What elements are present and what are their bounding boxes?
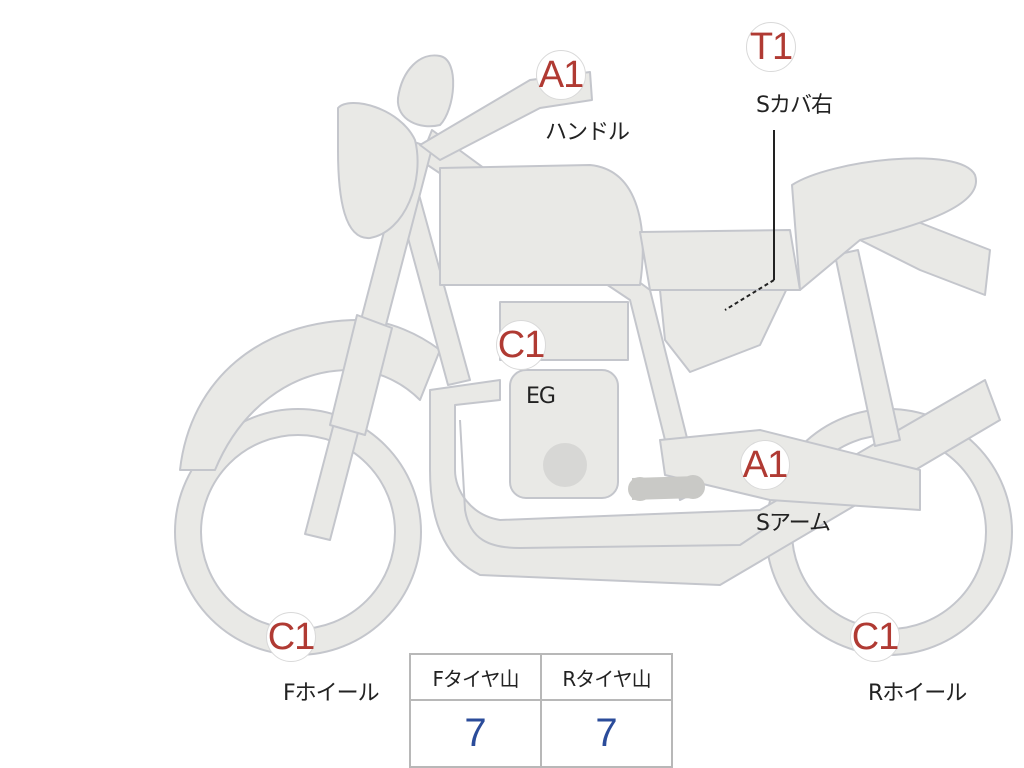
label-fwheel: Fホイール xyxy=(283,681,380,706)
rear-shock xyxy=(834,249,901,447)
code-text: C1 xyxy=(267,616,316,658)
label-rwheel: Rホイール xyxy=(868,681,967,706)
mirror xyxy=(396,54,455,128)
seat-rear xyxy=(791,157,978,291)
code-badge-engine: C1 xyxy=(496,320,546,370)
code-text: C1 xyxy=(851,616,900,658)
code-badge-rwheel: C1 xyxy=(850,612,900,662)
footpeg-end-left xyxy=(628,477,652,501)
label-scover: Sカバ右 xyxy=(756,93,833,118)
engine-block xyxy=(509,369,619,499)
code-text: A1 xyxy=(742,444,788,486)
fork-boot xyxy=(329,314,393,436)
code-text: A1 xyxy=(538,54,584,96)
leader-line-dashed xyxy=(724,279,775,311)
table-header-row: Fタイヤ山 Rタイヤ山 xyxy=(409,653,673,701)
label-swingarm: Sアーム xyxy=(756,511,831,536)
code-badge-swingarm: A1 xyxy=(740,440,790,490)
side-cover xyxy=(659,281,791,373)
code-text: T1 xyxy=(749,26,793,68)
swing-arm xyxy=(659,429,921,511)
code-badge-scover: T1 xyxy=(746,22,796,72)
footpeg-end-right xyxy=(681,475,705,499)
label-engine: EG xyxy=(526,384,556,409)
front-wheel-inner-edge xyxy=(200,434,396,630)
exhaust-pipe xyxy=(429,379,1001,586)
table-value-row: 7 7 xyxy=(409,699,673,768)
headlight xyxy=(337,102,419,240)
engine-cover xyxy=(543,443,587,487)
code-badge-handle: A1 xyxy=(536,50,586,100)
seat-front xyxy=(639,229,801,291)
label-handle: ハンドル xyxy=(545,120,630,145)
tire-tread-table: Fタイヤ山 Rタイヤ山 7 7 xyxy=(409,653,673,768)
exhaust-pipe-inner xyxy=(459,419,771,549)
header-rear-tire: Rタイヤ山 xyxy=(540,653,673,701)
fuel-tank xyxy=(439,164,644,286)
code-text: C1 xyxy=(497,324,546,366)
value-rear-tire: 7 xyxy=(540,699,673,768)
value-front-tire: 7 xyxy=(409,699,542,768)
front-fender xyxy=(179,319,441,471)
header-front-tire: Fタイヤ山 xyxy=(409,653,542,701)
code-badge-fwheel: C1 xyxy=(266,612,316,662)
